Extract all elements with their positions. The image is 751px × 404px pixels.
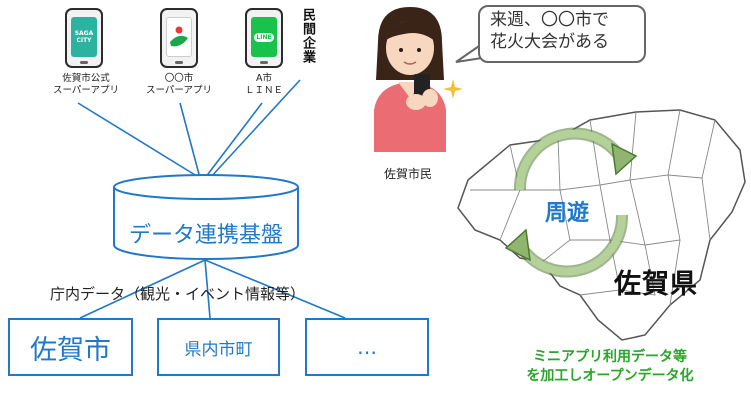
line-app-label: A市 ＬＩＮＥ xyxy=(244,73,283,96)
other-city-app-logo-icon xyxy=(170,26,188,47)
open-data-caption: ミニアプリ利用データ等 を加工しオープンデータ化 xyxy=(526,349,694,384)
citizen-label: 佐賀市民 xyxy=(384,167,433,181)
prefecture-municipalities-box-label: 県内市町 xyxy=(184,339,253,360)
saga-city-app-screen: SAGA CITY xyxy=(71,17,97,57)
citizen-illustration xyxy=(374,7,446,152)
saga-city-box-label: 佐賀市 xyxy=(30,334,111,366)
other-city-app-phone xyxy=(160,8,198,68)
cycle-arrows xyxy=(504,127,638,278)
prefecture-municipalities-box: 県内市町 xyxy=(157,318,280,376)
line-app-screen: LINE xyxy=(251,17,277,57)
others-box: … xyxy=(305,318,429,376)
line-app-logo-text: LINE xyxy=(254,32,274,42)
other-city-app-screen xyxy=(166,17,192,57)
data-platform-cylinder xyxy=(113,174,299,260)
others-box-label: … xyxy=(357,335,377,359)
saga-city-app-phone: SAGA CITY xyxy=(65,8,103,68)
cycle-label: 周遊 xyxy=(545,201,590,226)
saga-city-app-logo-text: SAGA CITY xyxy=(74,30,94,44)
sparkle-icon xyxy=(443,79,463,99)
internal-data-label: 庁内データ（観光・イベント情報等） xyxy=(50,285,306,303)
prefecture-label: 佐賀県 xyxy=(614,269,698,300)
other-city-app-label: 〇〇市 スーパーアプリ xyxy=(145,73,213,96)
saga-city-box: 佐賀市 xyxy=(8,318,133,376)
speech-bubble: 来週、〇〇市で 花火大会がある xyxy=(478,5,646,63)
private-company-label: 民間企業 xyxy=(300,8,315,64)
line-app-phone: LINE xyxy=(245,8,283,68)
saga-city-app-label: 佐賀市公式 スーパーアプリ xyxy=(52,73,120,96)
speech-bubble-tail xyxy=(455,43,483,63)
data-platform-label: データ連携基盤 xyxy=(128,223,283,248)
